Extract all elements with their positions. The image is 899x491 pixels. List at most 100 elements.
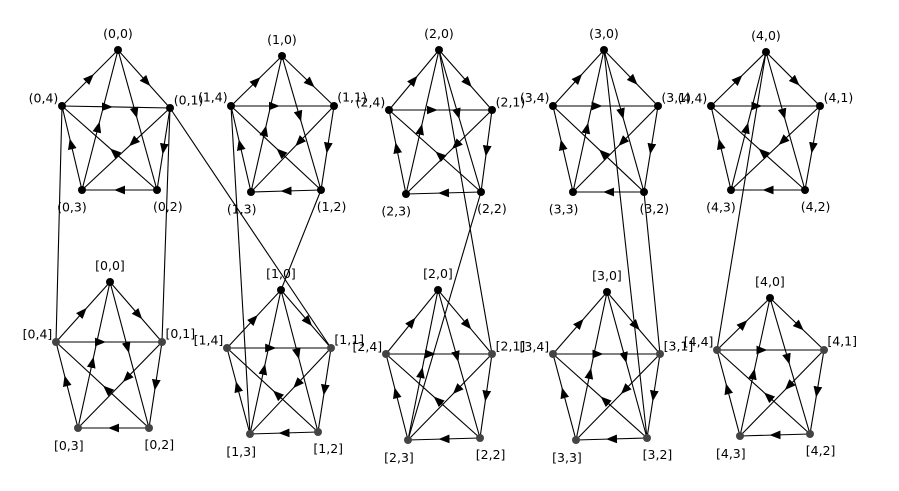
- bottom-label-2-3: [2,3]: [384, 450, 414, 465]
- bottom-edge-1-1-2: [317, 347, 332, 433]
- bottom-edge-2-4-0: [385, 289, 439, 355]
- top-edge-1-3-4: [230, 105, 252, 193]
- bottom-label-4-4: [4,4]: [684, 334, 714, 349]
- top-edge-2-0-1: [438, 49, 493, 111]
- bottom-edge-1-0-1: [280, 289, 332, 349]
- top-label-0-4: (0,4): [29, 90, 59, 105]
- top-edge-3-1-2: [643, 105, 659, 193]
- bottom-graph-2: [2,0][2,1][2,2][2,3][2,4]: [353, 266, 526, 465]
- top-label-0-0: (0,0): [103, 26, 133, 41]
- bottom-label-0-0: [0,0]: [95, 258, 125, 273]
- bottom-graph-3: [3,0][3,1][3,2][3,3][3,4]: [520, 268, 694, 465]
- top-graph-4: (4,0)(4,1)(4,2)(4,3)(4,4): [678, 28, 854, 214]
- top-label-2-1: (2,1): [496, 94, 526, 109]
- cross-edges: [55, 49, 767, 441]
- cross-edge-0: [55, 105, 63, 343]
- bottom-label-0-3: [0,3]: [54, 438, 84, 453]
- top-node-4-4: [707, 102, 715, 110]
- bottom-graph-0: [0,0][0,1][0,2][0,3][0,4]: [23, 258, 195, 453]
- bottom-node-3-1: [656, 350, 664, 358]
- bottom-edge-3-4-0: [552, 291, 608, 355]
- top-node-1-4: [227, 102, 235, 110]
- bottom-edge-3-0-1: [606, 291, 661, 355]
- top-edge-2-3-0: [405, 49, 440, 195]
- top-label-2-2: (2,2): [477, 201, 507, 216]
- cross-edge-7: [643, 191, 661, 355]
- top-node-3-3: [569, 188, 577, 196]
- bottom-edge-4-1-2: [809, 349, 825, 435]
- top-edge-4-1-3: [730, 105, 821, 191]
- bottom-node-3-4: [549, 350, 557, 358]
- bottom-label-2-2: [2,2]: [476, 447, 506, 462]
- top-node-2-4: [385, 106, 393, 114]
- top-node-0-4: [58, 102, 66, 110]
- bottom-edge-1-0-2: [280, 289, 319, 433]
- top-label-0-1: (0,1): [174, 93, 204, 108]
- top-node-2-3: [402, 190, 410, 198]
- bottom-label-3-3: [3,3]: [552, 450, 582, 465]
- bottom-edge-2-2-4: [385, 353, 481, 439]
- top-node-2-0: [435, 46, 443, 54]
- top-edge-4-2-4: [710, 105, 806, 191]
- bottom-node-1-1: [327, 344, 335, 352]
- bottom-edge-3-2-3: [575, 434, 648, 444]
- bottom-node-0-0: [106, 278, 114, 286]
- top-node-0-0: [114, 46, 122, 54]
- bottom-edge-2-2-3: [407, 434, 481, 444]
- top-graph-2: (2,0)(2,1)(2,2)(2,3)(2,4): [356, 26, 526, 218]
- top-label-1-0: (1,0): [267, 32, 297, 47]
- bottom-edge-3-2-4: [552, 353, 648, 439]
- bottom-label-3-0: [3,0]: [592, 268, 622, 283]
- top-edge-2-3-4: [388, 109, 407, 195]
- top-label-2-3: (2,3): [381, 203, 411, 218]
- top-edge-0-0-1: [117, 49, 171, 109]
- bottom-node-3-0: [603, 288, 611, 296]
- bottom-edge-0-1-3: [77, 341, 163, 429]
- top-edge-1-2-4: [230, 105, 322, 191]
- bottom-edge-0-2-4: [55, 341, 150, 429]
- top-edge-0-1-2: [156, 107, 171, 191]
- bottom-node-0-3: [74, 424, 82, 432]
- top-edge-0-4-0: [61, 49, 119, 107]
- bottom-node-2-1: [488, 350, 496, 358]
- bottom-edge-1-4-0: [226, 289, 282, 349]
- bottom-edge-2-1-3: [407, 353, 493, 441]
- bottom-label-0-2: [0,2]: [144, 437, 174, 452]
- top-label-3-1: (3,1): [661, 90, 691, 105]
- bottom-label-4-2: [4,2]: [806, 443, 836, 458]
- top-edge-0-2-4: [61, 105, 158, 191]
- bottom-edge-1-3-0: [249, 289, 282, 435]
- bottom-graph-1: [1,0][1,1][1,2][1,3][1,4]: [194, 266, 364, 459]
- top-node-3-1: [654, 102, 662, 110]
- bottom-node-3-2: [643, 434, 651, 442]
- bottom-node-0-4: [52, 338, 60, 346]
- bottom-edge-2-0-1: [437, 289, 493, 355]
- top-node-1-0: [278, 52, 286, 60]
- top-edge-1-4-0: [230, 55, 283, 107]
- bottom-edge-4-0-1: [769, 297, 825, 351]
- bottom-edge-0-3-0: [77, 281, 111, 429]
- bottom-graph-4: [4,0][4,1][4,2][4,3][4,4]: [684, 274, 857, 461]
- bottom-edge-3-1-2: [646, 353, 661, 439]
- top-node-2-2: [477, 188, 485, 196]
- bottom-edge-4-2-3: [739, 430, 811, 440]
- top-edge-3-0-2: [603, 49, 645, 193]
- bottom-edge-4-0-2: [769, 297, 811, 435]
- bottom-edge-3-0-2: [606, 291, 648, 439]
- bottom-label-3-2: [3,2]: [643, 447, 673, 462]
- bottom-node-1-0: [277, 286, 285, 294]
- bottom-node-4-2: [806, 430, 814, 438]
- top-label-4-2: (4,2): [801, 199, 831, 214]
- top-node-4-3: [727, 186, 735, 194]
- cross-edge-8: [603, 49, 648, 439]
- bottom-label-1-0: [1,0]: [266, 266, 296, 281]
- bottom-node-4-0: [766, 294, 774, 302]
- top-edge-0-3-4: [61, 105, 83, 191]
- top-label-4-0: (4,0): [751, 28, 781, 43]
- top-edge-0-1-3: [81, 107, 171, 191]
- top-edge-0-4-1: [61, 102, 171, 112]
- bottom-node-0-2: [145, 424, 153, 432]
- bottom-edge-1-3-4: [226, 347, 251, 435]
- top-node-0-1: [166, 104, 174, 112]
- cross-edge-2: [169, 107, 332, 349]
